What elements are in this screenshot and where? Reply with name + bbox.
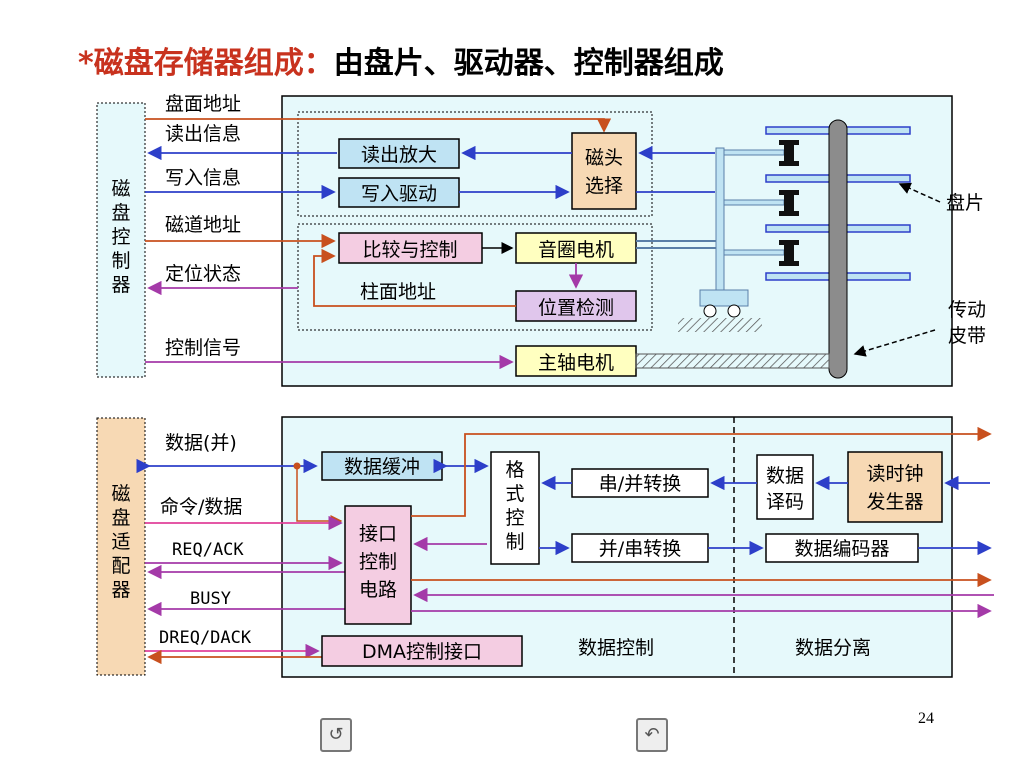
format-control-label: 格式控制 — [505, 459, 524, 553]
signal-label-cmd-data: 命令/数据 — [160, 496, 242, 518]
belt-label: 传动皮带 — [948, 299, 986, 347]
spindle-shaft — [828, 119, 848, 379]
data-control-label: 数据控制 — [578, 637, 654, 659]
return-up-icon[interactable]: ↺ — [320, 718, 352, 752]
data-buffer-label: 数据缓冲 — [344, 456, 420, 478]
page-title: *磁盘存储器组成：由盘片、驱动器、控制器组成 — [78, 38, 724, 82]
head-arm-1 — [723, 149, 785, 156]
head-arm-2 — [723, 199, 785, 206]
read-clock-label: 读时钟发生器 — [866, 463, 923, 513]
line-bus-to-interface — [296, 466, 343, 527]
data-decode-box — [756, 454, 814, 520]
format-control-box — [490, 451, 540, 565]
read-amp-box — [338, 138, 460, 169]
carriage-base — [678, 318, 762, 332]
signal-label-track-addr: 磁道地址 — [165, 214, 241, 236]
signal-label-req-ack: REQ/ACK — [172, 540, 244, 560]
serial-parallel-label: 串/并转换 — [599, 473, 681, 495]
write-drive-box — [338, 177, 460, 208]
signal-label-seek-status: 定位状态 — [165, 263, 241, 285]
data-encoder-label: 数据编码器 — [794, 538, 889, 560]
title-rest: 由盘片、驱动器、控制器组成 — [333, 46, 724, 81]
line-interface-out-top — [411, 426, 992, 517]
dma-interface-label: DMA控制接口 — [362, 641, 482, 663]
signal-label-read-info: 读出信息 — [165, 123, 241, 145]
disk-controller-label: 磁盘控制器 — [111, 178, 130, 296]
rw-group-frame — [297, 111, 653, 217]
signal-label-busy: BUSY — [190, 589, 231, 609]
voice-coil-label: 音圈电机 — [538, 239, 614, 261]
line-surface-addr — [145, 118, 612, 133]
compare-control-box — [338, 232, 483, 264]
signal-label-control: 控制信号 — [165, 337, 241, 359]
signal-label-write-info: 写入信息 — [165, 167, 241, 189]
actuator-column — [715, 147, 725, 291]
data-separation-label: 数据分离 — [795, 637, 871, 659]
belt-pointer — [853, 329, 936, 357]
read-amp-label: 读出放大 — [361, 144, 437, 166]
platter-pointer — [898, 182, 941, 203]
compare-control-label: 比较与控制 — [362, 239, 457, 261]
interface-control-box — [344, 505, 412, 625]
serial-parallel-box — [571, 468, 709, 498]
carriage-wheel-1 — [703, 304, 717, 318]
position-detect-label: 位置检测 — [538, 297, 614, 319]
data-buffer-box — [321, 451, 443, 481]
line-feedback — [313, 248, 516, 307]
actuator-carriage — [699, 289, 749, 307]
drive-belt — [635, 353, 830, 369]
signal-label-data-parallel: 数据(并) — [165, 432, 237, 454]
write-drive-label: 写入驱动 — [361, 183, 437, 205]
disk-adapter-label: 磁盘适配器 — [111, 483, 130, 601]
head-arm-3 — [723, 249, 785, 256]
signal-label-dreq-dack: DREQ/DACK — [159, 628, 252, 648]
read-write-heads — [779, 140, 799, 266]
position-detect-box — [515, 290, 637, 322]
spindle-motor-label: 主轴电机 — [538, 352, 614, 374]
read-clock-box — [847, 451, 943, 523]
carriage-wheel-2 — [727, 304, 741, 318]
interface-control-label: 接口控制电路 — [359, 523, 397, 601]
parallel-serial-box — [571, 533, 709, 563]
platter-label: 盘片 — [946, 192, 984, 214]
signal-label-surface-addr: 盘面地址 — [165, 93, 241, 115]
disk-controller — [96, 102, 146, 378]
data-decode-label: 数据译码 — [766, 465, 804, 513]
title-star: *磁盘存储器组成： — [78, 46, 334, 81]
cylinder-addr-label: 柱面地址 — [360, 281, 436, 303]
head-select-box — [571, 132, 637, 210]
return-back-icon[interactable]: ↶ — [636, 718, 668, 752]
spindle-motor-box — [515, 345, 637, 377]
head-select-label: 磁头选择 — [585, 147, 623, 197]
parallel-serial-label: 并/串转换 — [599, 538, 681, 560]
data-encoder-box — [765, 533, 919, 563]
servo-group-frame — [297, 223, 653, 331]
page-number: 24 — [918, 710, 934, 727]
dma-interface-box — [321, 635, 523, 667]
